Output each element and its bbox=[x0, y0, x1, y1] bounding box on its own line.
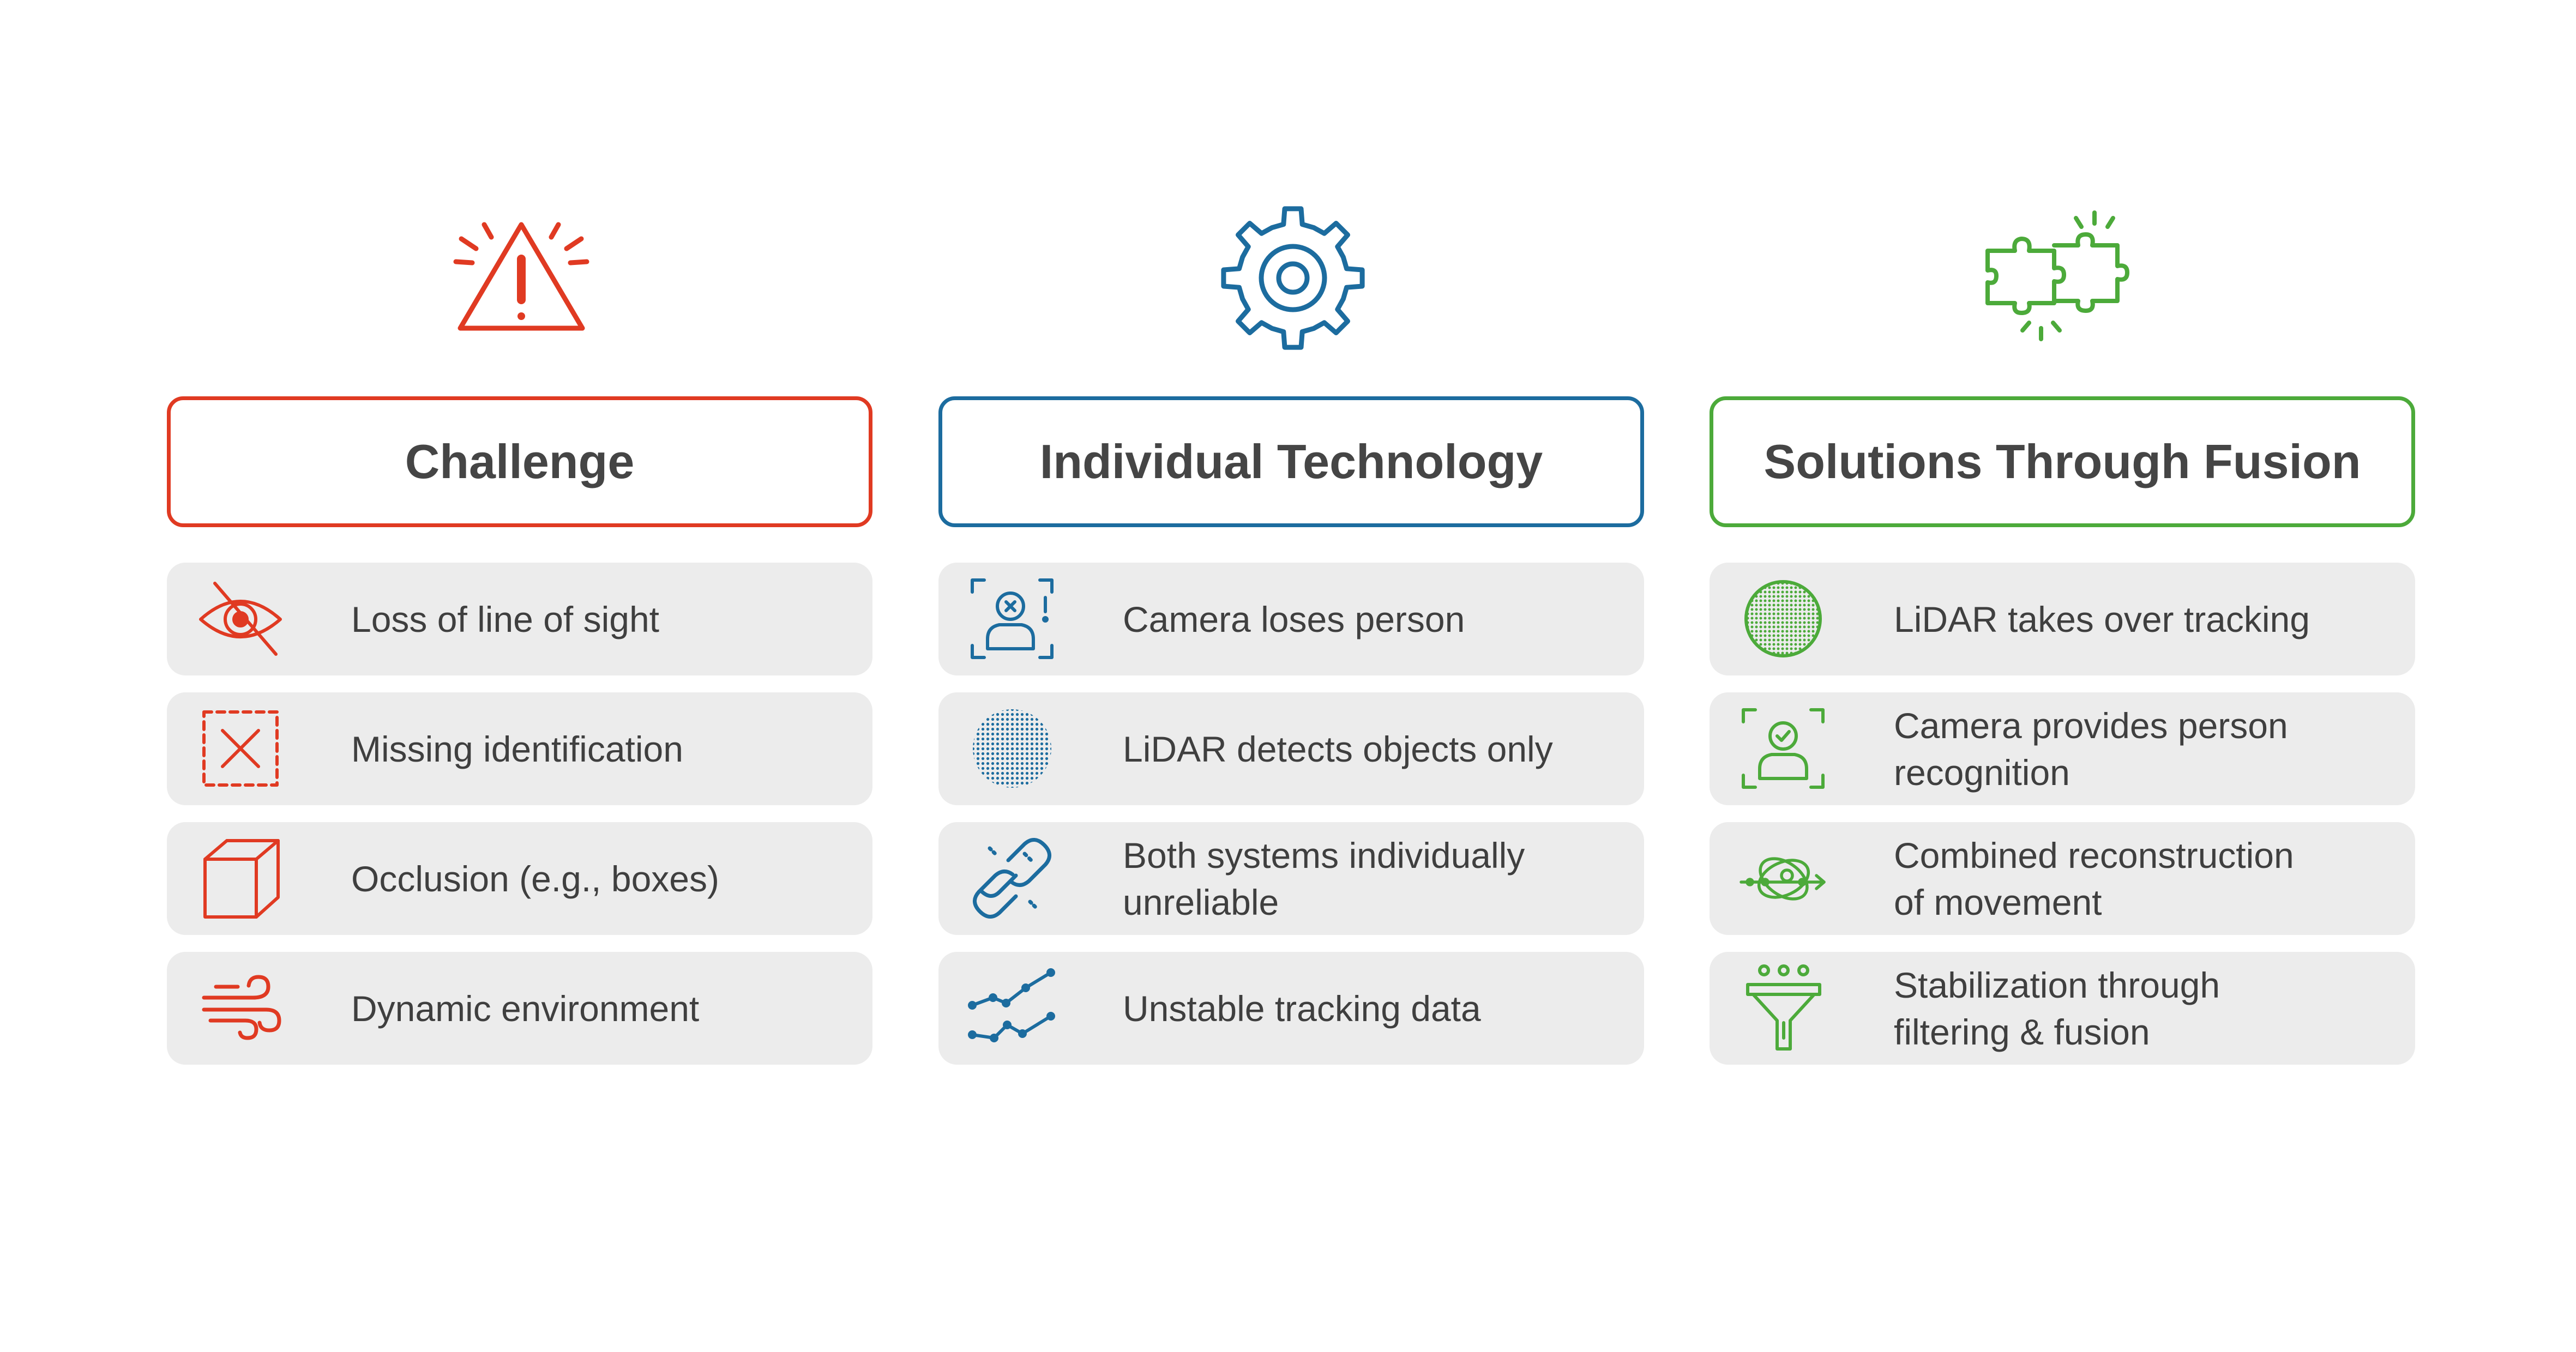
eye-slash-icon bbox=[194, 572, 287, 665]
gear-icon bbox=[938, 196, 1647, 360]
list-item: LiDAR detects objects only bbox=[938, 692, 1644, 805]
item-text: Combined reconstruction of movement bbox=[1894, 835, 2294, 922]
puzzle-pieces-icon bbox=[1710, 196, 2418, 360]
broken-link-icon bbox=[966, 832, 1058, 925]
dotted-sphere-icon bbox=[1737, 572, 1829, 665]
item-text: Occlusion (e.g., boxes) bbox=[351, 858, 719, 899]
list-item: Loss of line of sight bbox=[167, 563, 872, 675]
list-item: LiDAR takes over tracking bbox=[1710, 563, 2415, 675]
item-text: LiDAR takes over tracking bbox=[1894, 599, 2310, 639]
item-text: Unstable tracking data bbox=[1123, 988, 1481, 1029]
challenge-title-box: Challenge bbox=[167, 396, 872, 527]
list-item: Occlusion (e.g., boxes) bbox=[167, 822, 872, 935]
person-scan-warning-icon bbox=[966, 572, 1058, 665]
item-text: Camera provides person recognition bbox=[1894, 705, 2288, 793]
list-item: Unstable tracking data bbox=[938, 952, 1644, 1065]
dashed-box-x-icon bbox=[194, 702, 287, 795]
filter-funnel-icon bbox=[1737, 962, 1829, 1054]
technology-title-box: Individual Technology bbox=[938, 396, 1644, 527]
wind-icon bbox=[194, 962, 287, 1054]
unstable-lines-icon bbox=[966, 962, 1058, 1054]
technology-title: Individual Technology bbox=[1039, 434, 1543, 488]
list-item: Stabilization through filtering & fusion bbox=[1710, 952, 2415, 1065]
item-text: Dynamic environment bbox=[351, 988, 700, 1029]
item-text: Stabilization through filtering & fusion bbox=[1894, 964, 2220, 1052]
fusion-title-box: Solutions Through Fusion bbox=[1710, 396, 2415, 527]
challenge-title: Challenge bbox=[405, 434, 635, 488]
fusion-title: Solutions Through Fusion bbox=[1764, 434, 2361, 488]
item-text: Both systems individually unreliable bbox=[1123, 835, 1525, 922]
list-item: Missing identification bbox=[167, 692, 872, 805]
item-text: Missing identification bbox=[351, 728, 683, 769]
dotted-circle-icon bbox=[966, 702, 1058, 795]
warning-triangle-icon bbox=[167, 196, 876, 360]
item-text: LiDAR detects objects only bbox=[1123, 728, 1553, 769]
list-item: Camera provides person recognition bbox=[1710, 692, 2415, 805]
movement-reconstruction-icon bbox=[1737, 832, 1829, 925]
list-item: Dynamic environment bbox=[167, 952, 872, 1065]
list-item: Combined reconstruction of movement bbox=[1710, 822, 2415, 935]
cube-icon bbox=[194, 832, 287, 925]
list-item: Camera loses person bbox=[938, 563, 1644, 675]
person-scan-check-icon bbox=[1737, 702, 1829, 795]
item-text: Camera loses person bbox=[1123, 599, 1465, 639]
item-text: Loss of line of sight bbox=[351, 599, 659, 639]
list-item: Both systems individually unreliable bbox=[938, 822, 1644, 935]
